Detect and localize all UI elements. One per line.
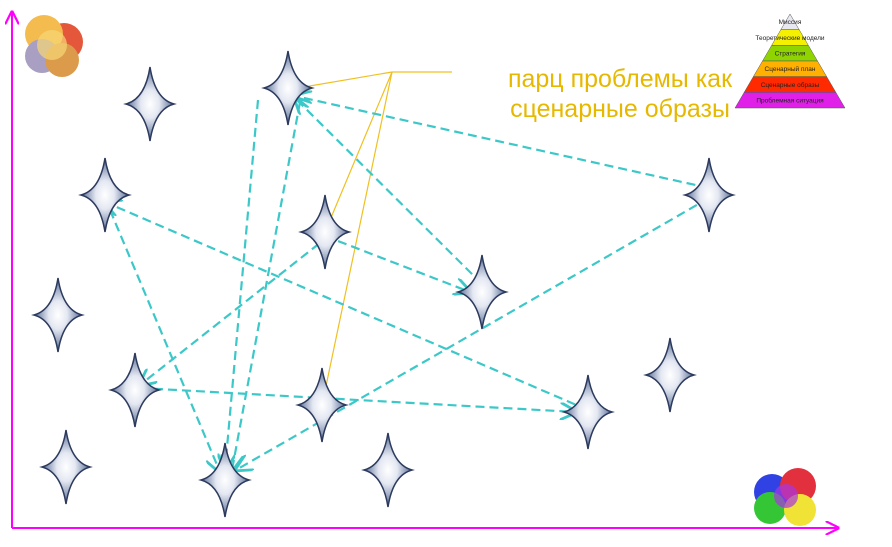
connection-arrow	[225, 99, 260, 470]
pyramid-level-label: Проблемная ситуация	[756, 96, 824, 104]
star-icon	[123, 66, 177, 142]
connection-arrow	[232, 101, 302, 470]
connection-arrow	[140, 234, 331, 385]
star-icon	[31, 277, 85, 353]
star-icon	[108, 352, 162, 428]
warm-circles-logo-icon	[25, 15, 83, 77]
star-icon	[561, 374, 615, 450]
pyramid-level-label: Миссия	[779, 19, 802, 26]
connection-arrow	[295, 98, 483, 285]
star-icon	[643, 337, 697, 413]
pyramid-level-label: Сценарные образы	[761, 81, 820, 89]
star-icon	[361, 432, 415, 508]
caption-line-1: парц проблемы как	[507, 65, 733, 93]
caption-text: парц проблемы как сценарные образы	[500, 64, 740, 124]
star-icon	[295, 367, 349, 443]
star-icon	[198, 442, 252, 518]
pyramid-level	[734, 92, 846, 109]
star-icon	[682, 157, 736, 233]
connection-arrow	[324, 234, 470, 292]
rgb-circles-logo-icon	[754, 468, 816, 526]
pyramid-level-label: Стратегия	[775, 50, 806, 57]
scenario-stars	[31, 50, 736, 518]
caption-pointer	[297, 71, 452, 406]
axes	[12, 12, 838, 528]
connection-arrow	[105, 202, 589, 412]
star-icon	[455, 254, 509, 330]
star-icon	[78, 157, 132, 233]
star-icon	[39, 429, 93, 505]
star-icon	[298, 194, 352, 270]
caption-line-2: сценарные образы	[510, 95, 730, 123]
connection-arrows	[105, 96, 710, 472]
pyramid-level-label: Теоретические модели	[755, 35, 825, 42]
connection-arrow	[295, 96, 710, 190]
pyramid-level-label: Сценарный план	[765, 65, 816, 73]
connection-arrow	[236, 197, 710, 470]
connection-arrow	[108, 209, 220, 472]
connection-arrow	[139, 386, 576, 412]
star-icon	[261, 50, 315, 126]
